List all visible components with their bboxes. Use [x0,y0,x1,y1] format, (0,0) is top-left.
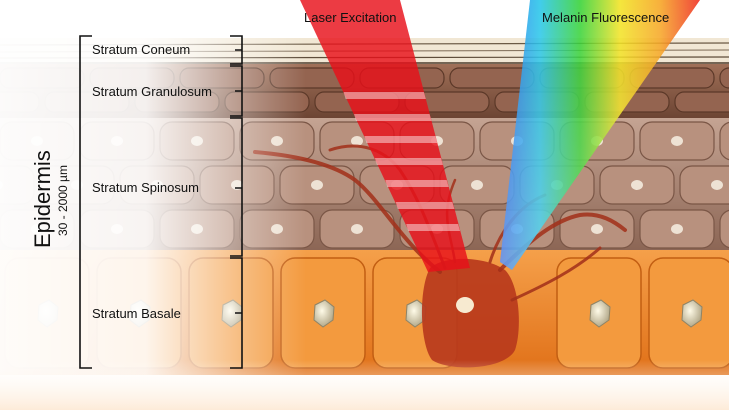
fluorescence-beam [500,0,700,270]
laser-band [354,114,432,121]
laser-beam [300,0,470,272]
layer-label-stratum-spinosum: Stratum Spinosum [92,180,199,195]
epidermis-bracket [79,35,92,369]
laser-band [385,180,449,187]
epidermis-thickness-label: 30 - 2000 µm [56,165,70,236]
laser-excitation-label: Laser Excitation [304,10,397,25]
laser-band [395,202,455,209]
floor-glow [0,360,729,410]
laser-band [406,224,461,231]
melanin-fluorescence-label: Melanin Fluorescence [542,10,670,25]
layer-label-stratum-basale: Stratum Basale [92,306,181,321]
laser-band [343,92,426,99]
laser-band [364,136,438,143]
laser-band [374,158,443,165]
layer-label-stratum-corneum: Stratum Coneum [92,42,191,57]
epidermis-label: Epidermis [30,150,55,248]
layer-label-stratum-granulosum: Stratum Granulosum [92,84,212,99]
layer-brackets [230,35,243,369]
